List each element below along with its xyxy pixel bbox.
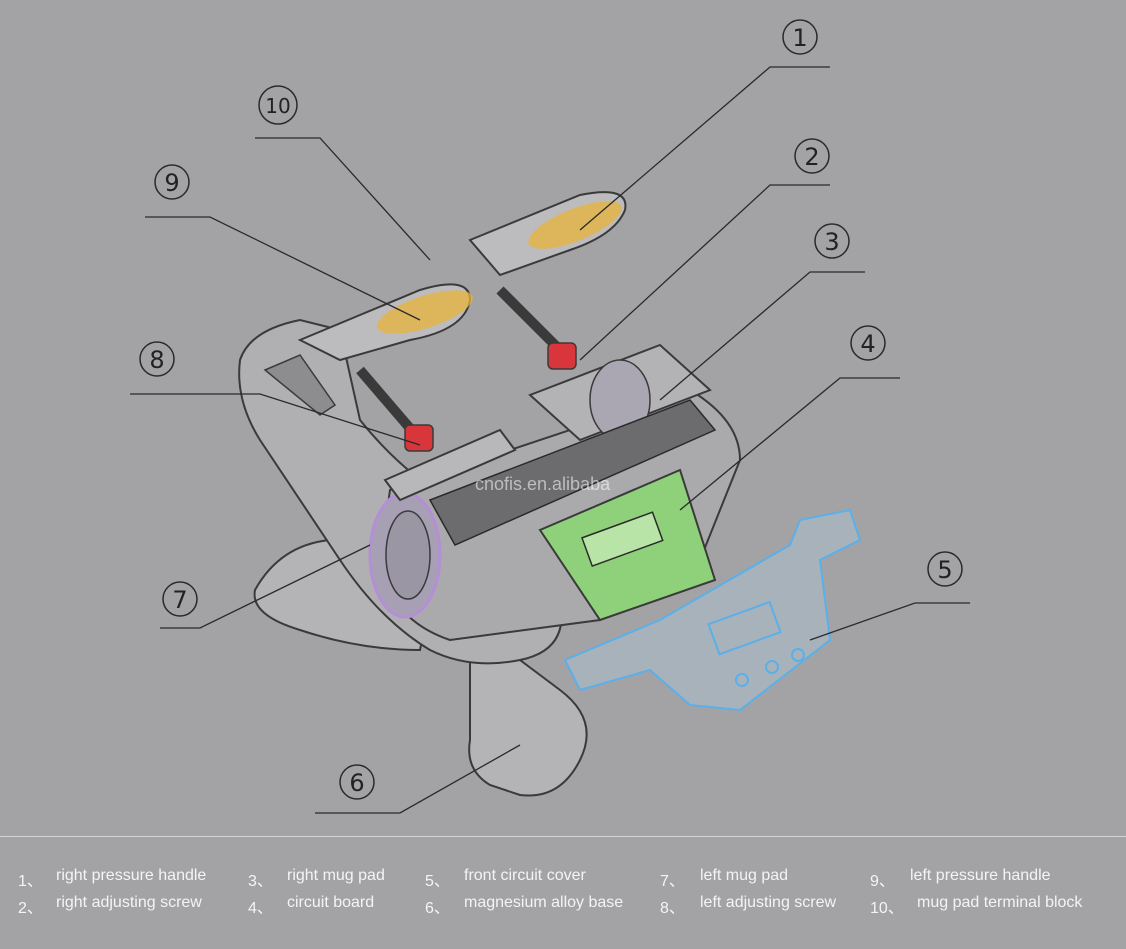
legend-num-3: 3、: [248, 873, 273, 890]
svg-text:2: 2: [804, 143, 819, 171]
callout-3: 3: [814, 223, 850, 259]
cover-display: [707, 600, 782, 656]
svg-text:9: 9: [164, 169, 179, 197]
svg-text:6: 6: [349, 769, 364, 797]
left-mug-pad-inner: [385, 510, 431, 600]
cover-button: [791, 648, 805, 662]
legend-num-4: 4、: [248, 900, 273, 917]
left-handle-grip: [377, 290, 473, 334]
legend-num-9: 9、: [870, 873, 895, 890]
base-plate: [253, 538, 432, 652]
circuit-board-display: [581, 511, 664, 568]
heat-press-exploded-diagram: 1 2 3 4 5 6 7 8 9 10 cnofis.en.alibaba: [130, 19, 970, 814]
legend-num-8: 8、: [660, 900, 685, 917]
legend-label-9: left pressure handle: [910, 867, 1051, 884]
cover-button: [735, 673, 749, 687]
legend-label-8: left adjusting screw: [700, 894, 837, 911]
legend-num-7: 7、: [660, 873, 685, 890]
legend-num-5: 5、: [425, 873, 450, 890]
svg-text:8: 8: [149, 346, 164, 374]
heater-fins: [428, 399, 717, 546]
legend-label-5: front circuit cover: [464, 867, 586, 884]
top-bar: [383, 428, 517, 502]
svg-text:4: 4: [860, 330, 875, 358]
legend-num-2: 2、: [18, 900, 43, 917]
legend-label-7: left mug pad: [700, 867, 789, 884]
callout-9: 9: [154, 164, 190, 200]
legend-num-10: 10、: [870, 900, 904, 917]
callout-7: 7: [162, 581, 198, 617]
legend-label-3: right mug pad: [287, 867, 385, 884]
callout-8: 8: [139, 341, 175, 377]
left-adjusting-screw: [404, 424, 434, 452]
front-circuit-cover: [563, 508, 862, 712]
cover-button: [765, 660, 779, 674]
mug-pad-terminal-block: [263, 354, 337, 416]
right-handle-grip: [528, 201, 622, 249]
callout-5: 5: [927, 551, 963, 587]
svg-text:1: 1: [792, 24, 807, 52]
callout-4: 4: [850, 325, 886, 361]
parts-legend: 1、 right pressure handle 2、 right adjust…: [0, 836, 1126, 949]
callout-1: 1: [782, 19, 818, 55]
leader-lines: [130, 66, 970, 814]
legend-label-2: right adjusting screw: [56, 894, 202, 911]
legend-label-6: magnesium alloy base: [464, 894, 624, 911]
svg-text:3: 3: [824, 228, 839, 256]
base-foot: [468, 647, 588, 797]
right-adjusting-screw: [547, 342, 577, 370]
legend-label-1: right pressure handle: [56, 867, 207, 884]
callout-10: 10: [258, 85, 298, 125]
svg-text:5: 5: [937, 556, 952, 584]
legend-num-1: 1、: [18, 873, 43, 890]
watermark: cnofis.en.alibaba: [475, 474, 611, 494]
legend-label-10: mug pad terminal block: [917, 894, 1083, 911]
callout-2: 2: [794, 138, 830, 174]
legend-label-4: circuit board: [287, 894, 375, 911]
svg-text:10: 10: [265, 94, 290, 118]
callout-6: 6: [339, 764, 375, 800]
svg-text:7: 7: [172, 586, 187, 614]
legend-num-6: 6、: [425, 900, 450, 917]
